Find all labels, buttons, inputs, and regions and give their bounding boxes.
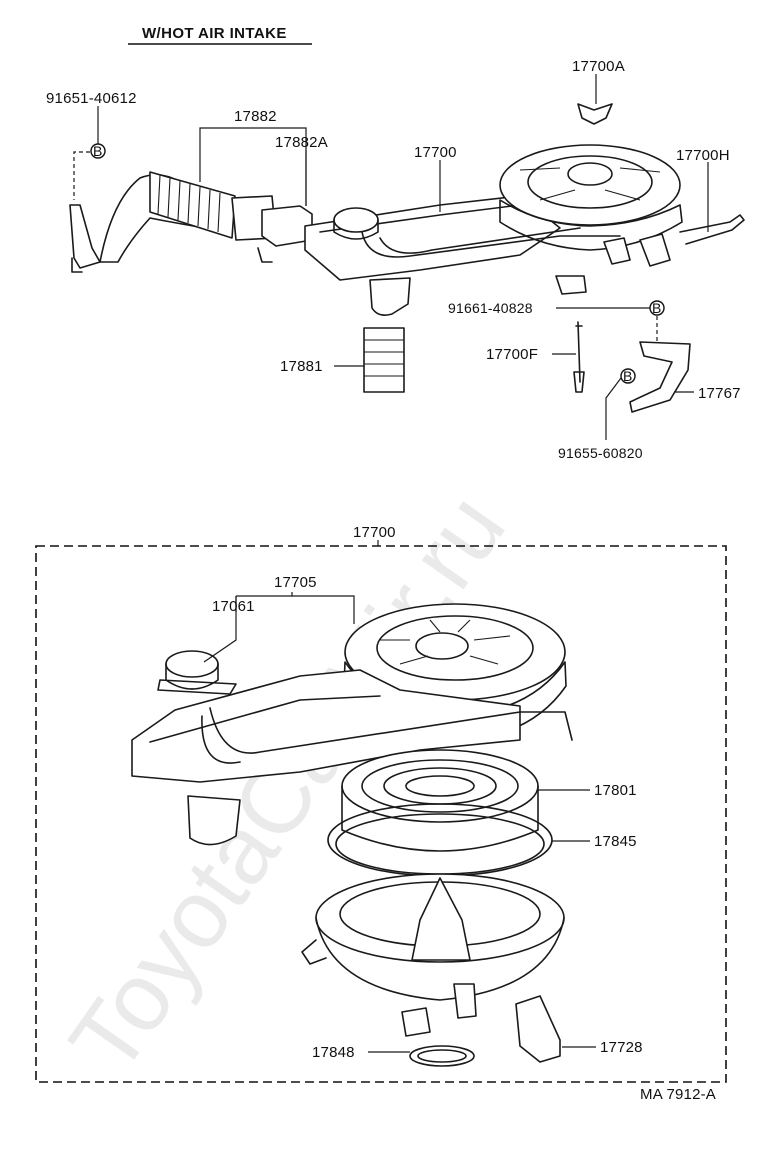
label-17801: 17801	[594, 782, 637, 799]
label-17061: 17061	[212, 598, 255, 615]
label-17700a: 17700A	[572, 58, 625, 75]
label-17767: 17767	[698, 385, 741, 402]
svg-text:B: B	[652, 300, 662, 316]
svg-text:B: B	[93, 143, 103, 159]
circle-b-2: B	[649, 300, 665, 316]
label-91661-40828: 91661-40828	[448, 300, 533, 316]
label-17848: 17848	[312, 1044, 355, 1061]
label-17728: 17728	[600, 1039, 643, 1056]
label-17882a: 17882A	[275, 134, 328, 151]
label-17705: 17705	[274, 574, 317, 591]
label-17700h: 17700H	[676, 147, 730, 164]
label-17881: 17881	[280, 358, 323, 375]
label-17700f: 17700F	[486, 346, 538, 363]
label-91651-40612: 91651-40612	[46, 90, 137, 107]
diagram-title: W/HOT AIR INTAKE	[142, 25, 287, 42]
label-17882: 17882	[234, 108, 277, 125]
lower-assembly-drawing	[131, 603, 573, 1067]
label-17700-top: 17700	[414, 144, 457, 161]
upper-assembly-drawing	[69, 103, 745, 413]
assembly-dashed-frame	[35, 545, 727, 1083]
label-17845: 17845	[594, 833, 637, 850]
label-17700-assy: 17700	[353, 524, 396, 541]
circle-b-3: B	[620, 368, 636, 384]
svg-text:B: B	[623, 368, 633, 384]
lower-leader-lines	[203, 592, 596, 1053]
figure-code: MA 7912-A	[640, 1086, 716, 1103]
circle-b-1: B	[90, 143, 106, 159]
label-91655-60820: 91655-60820	[558, 445, 643, 461]
upper-leader-lines	[73, 74, 709, 440]
